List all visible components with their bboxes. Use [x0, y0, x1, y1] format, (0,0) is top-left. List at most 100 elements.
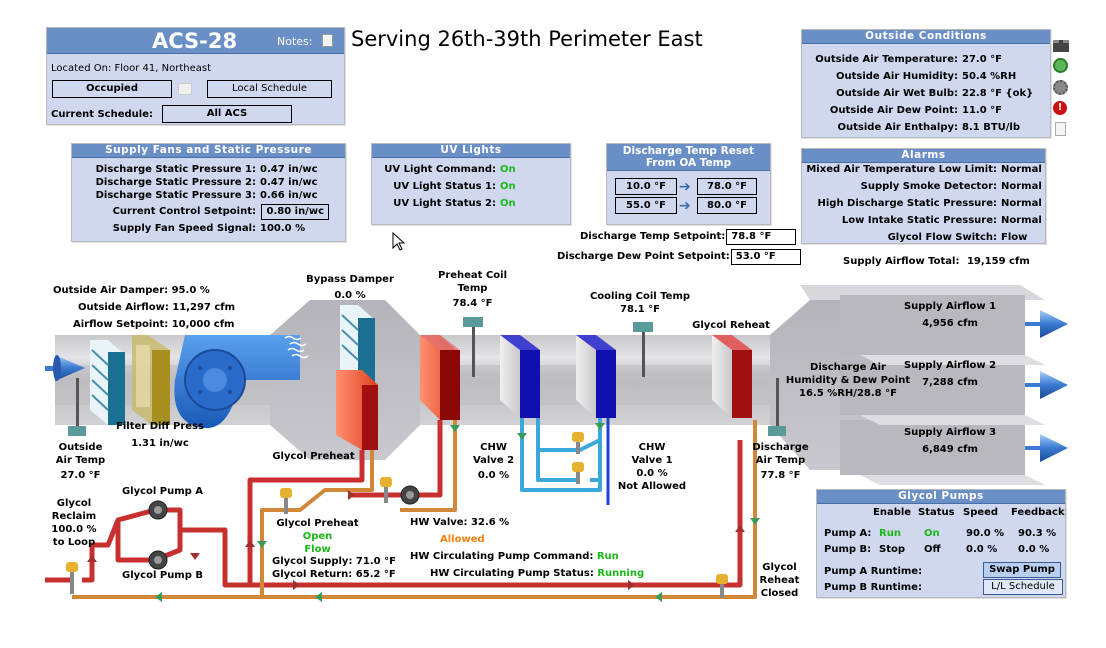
supply-outlet-3-icon [1025, 434, 1068, 462]
alarms-title: Alarms [802, 149, 1045, 163]
hw-preheat-coil-icon [420, 335, 460, 420]
hw-valve-readout: HW Valve: 32.6 % [410, 517, 510, 528]
sf-row: Discharge Static Pressure 2:0.47 in/wc [95, 177, 318, 188]
reset-dat-high-field[interactable]: 78.0 °F [697, 178, 757, 195]
glycol-preheat-coil-label: Glycol Preheat [272, 451, 355, 462]
notes-label: Notes: [277, 35, 313, 48]
chw-valve-1-icon [572, 462, 584, 484]
local-schedule-button[interactable]: Local Schedule [207, 80, 332, 98]
uv-row: UV Light Status 1:On [393, 181, 516, 192]
glycol-return-pipe [72, 420, 757, 599]
alarm-row: High Discharge Static Pressure:Normal [817, 198, 1042, 209]
hw-pump-status: HW Circulating Pump Status: Running [430, 568, 645, 579]
unit-name: ACS-28 [152, 29, 238, 53]
chw-pipe [520, 418, 602, 492]
alarm-row: Low Intake Static Pressure:Normal [841, 215, 1042, 226]
unit-panel: ACS-28 Notes: Located On: Floor 41, Nort… [46, 27, 345, 125]
hw-valve-status: Allowed [440, 534, 485, 545]
notes-icon[interactable] [322, 34, 333, 47]
arrow-right-icon: ➔ [679, 198, 691, 214]
glycol-return-temp: Glycol Return: 65.2 °F [272, 569, 396, 580]
occupancy-button[interactable]: Occupied [52, 80, 172, 98]
pump-b-runtime: Pump B Runtime: [824, 582, 922, 593]
gears-icon[interactable] [1053, 80, 1068, 95]
current-schedule-label: Current Schedule: [51, 109, 154, 120]
preheat-temp-sensor-icon [463, 317, 483, 377]
supply-outlet-2-icon [1025, 371, 1068, 399]
glycol-preheat-valve-icon [280, 488, 292, 514]
pump-a-label: Glycol Pump A [121, 486, 204, 497]
oc-row: Outside Air Enthalpy:8.1 BTU/lb [837, 122, 1020, 133]
discharge-dew-point-setpoint: Discharge Dew Point Setpoint:53.0 °F [557, 249, 801, 265]
dew-point-setpoint-field[interactable]: 53.0 °F [730, 249, 801, 265]
recycle-icon[interactable] [1053, 58, 1068, 73]
hw-pump-icon [400, 485, 420, 505]
oa-cone-icon [45, 355, 85, 381]
oat-sensor-icon [68, 378, 86, 436]
trend-icon[interactable] [178, 83, 192, 95]
sf-row: Discharge Static Pressure 3:0.66 in/wc [95, 190, 318, 201]
flow-arrows [155, 423, 760, 602]
chw-valve-2-icon [572, 432, 584, 454]
sf-row: Supply Fan Speed Signal:100.0 % [112, 223, 306, 234]
supply-fans-panel: Supply Fans and Static Pressure Discharg… [71, 143, 346, 242]
oc-row: Outside Air Wet Bulb:22.8 °F {ok} [836, 88, 1034, 99]
chw-coil-2-icon [500, 335, 540, 418]
arrow-right-icon: ➔ [679, 179, 691, 195]
discharge-temp-setpoint: Discharge Temp Setpoint:78.8 °F [580, 229, 797, 245]
supply-airflow-total: Supply Airflow Total: 19,159 cfm [843, 256, 1030, 267]
reset-oa-high-field[interactable]: 55.0 °F [615, 197, 677, 214]
alarm-icon[interactable]: ! [1053, 101, 1067, 115]
dat-sensor-icon [768, 378, 786, 436]
alarms-panel: Alarms Mixed Air Temperature Low Limit:N… [801, 148, 1046, 244]
control-setpoint-field[interactable]: 0.80 in/wc [261, 204, 330, 220]
oc-row: Outside Air Dew Point:11.0 °F [829, 105, 1002, 116]
discharge-temp-setpoint-field[interactable]: 78.8 °F [726, 229, 797, 245]
oa-airflow-readout: Outside Airflow: 11,297 cfm [78, 302, 236, 313]
sf-row: Current Control Setpoint: 0.80 in/wc [76, 204, 330, 220]
glycol-preheat-coil-icon [336, 370, 378, 450]
document-icon[interactable] [1055, 122, 1066, 136]
reset-dat-low-field[interactable]: 80.0 °F [697, 197, 757, 214]
uv-row: UV Light Command:On [384, 164, 516, 175]
building-icon[interactable] [1053, 40, 1069, 52]
sf-row: Discharge Static Pressure 1:0.47 in/wc [95, 164, 318, 175]
alarm-row: Glycol Flow Switch:Flow [887, 232, 1028, 243]
glycol-reheat-coil-icon [712, 335, 752, 418]
airflow-setpoint-readout[interactable]: Airflow Setpoint: 10,000 cfm [73, 319, 235, 330]
reset-oa-low-field[interactable]: 10.0 °F [615, 178, 677, 195]
oc-row: Outside Air Temperature:27.0 °F [815, 54, 1002, 65]
swap-pump-button[interactable]: Swap Pump [983, 562, 1061, 578]
uv-lights-panel: UV Lights UV Light Command:On UV Light S… [371, 143, 571, 225]
discharge-reset-title: Discharge Temp Reset From OA Temp [607, 144, 770, 171]
glycol-reclaim-valve-icon [66, 562, 78, 594]
supply-fan-icon [174, 335, 300, 429]
glycol-pump-a-icon [148, 500, 168, 520]
glycol-supply-temp: Glycol Supply: 71.0 °F [272, 556, 396, 567]
glycol-reheat-label: Glycol Reheat [692, 320, 770, 331]
ll-schedule-button[interactable]: L/L Schedule [983, 579, 1063, 595]
mouse-cursor-icon [392, 232, 406, 251]
current-schedule-value[interactable]: All ACS [162, 105, 292, 123]
supply-fans-title: Supply Fans and Static Pressure [72, 144, 345, 158]
serving-title: Serving 26th-39th Perimeter East [351, 27, 703, 51]
oa-damper-icon [90, 340, 125, 425]
